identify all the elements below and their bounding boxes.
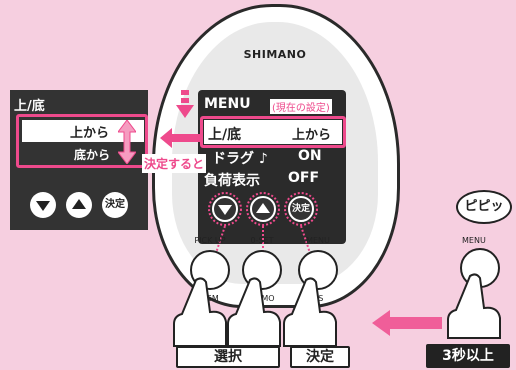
- pickup-label: PICK UP: [194, 236, 226, 245]
- row3-label: 負荷表示: [204, 173, 260, 189]
- rsm-label: RSM: [201, 294, 219, 303]
- row3-value: OFF: [288, 170, 320, 186]
- selected-row-bg: [204, 120, 342, 144]
- zoom-option-selected-row: 上から: [22, 120, 144, 142]
- triangle-up-icon: [72, 199, 86, 209]
- beep-speech-bubble: ピピッ: [456, 190, 512, 224]
- right-menu-label: MENU: [462, 236, 486, 245]
- zoom-up-button[interactable]: [66, 192, 92, 218]
- decide-label: 決定: [290, 346, 350, 368]
- soft-decide-button[interactable]: 決定: [288, 196, 314, 222]
- zoom-selection-frame: [16, 114, 148, 168]
- zoom-decide-button[interactable]: 決定: [102, 192, 128, 218]
- zoom-option-selected: 上から: [70, 126, 110, 141]
- row1-label: 上/底: [208, 127, 242, 143]
- menu-label: MENU: [306, 236, 330, 245]
- triangle-down-icon: [218, 205, 232, 215]
- zero-set-label: 0-SET: [250, 236, 274, 245]
- zoom-down-button[interactable]: [30, 192, 56, 218]
- decide-callout: 決定すると: [142, 154, 207, 173]
- brand-logo: SHIMANO: [243, 48, 307, 61]
- row2-value: ON: [298, 148, 322, 164]
- updown-arrow-icon: [118, 120, 136, 164]
- row1-value: 上から: [292, 128, 332, 143]
- select-label: 選択: [176, 346, 280, 368]
- menu-title: MENU: [204, 96, 251, 112]
- row2-label: ドラグ ♪: [212, 151, 268, 167]
- arrow-down-dashed-icon: [176, 90, 194, 118]
- arrow-left-icon: [160, 128, 200, 148]
- screen-selection-frame: [200, 116, 346, 148]
- triangle-up-icon: [256, 203, 270, 213]
- soft-up-button[interactable]: [250, 196, 276, 222]
- current-setting-note: (現在の設定): [270, 99, 332, 114]
- triangle-down-icon: [36, 201, 50, 211]
- hold-duration-badge: 3秒以上: [426, 344, 510, 368]
- zoom-option-other: 底から: [74, 148, 111, 162]
- soft-down-button[interactable]: [212, 196, 238, 222]
- zoom-panel-title: 上/底: [14, 99, 45, 114]
- pointing-hands-icon: [173, 277, 337, 347]
- arrow-left-large-icon: [372, 310, 442, 336]
- pointing-hand-right-icon: [447, 273, 501, 339]
